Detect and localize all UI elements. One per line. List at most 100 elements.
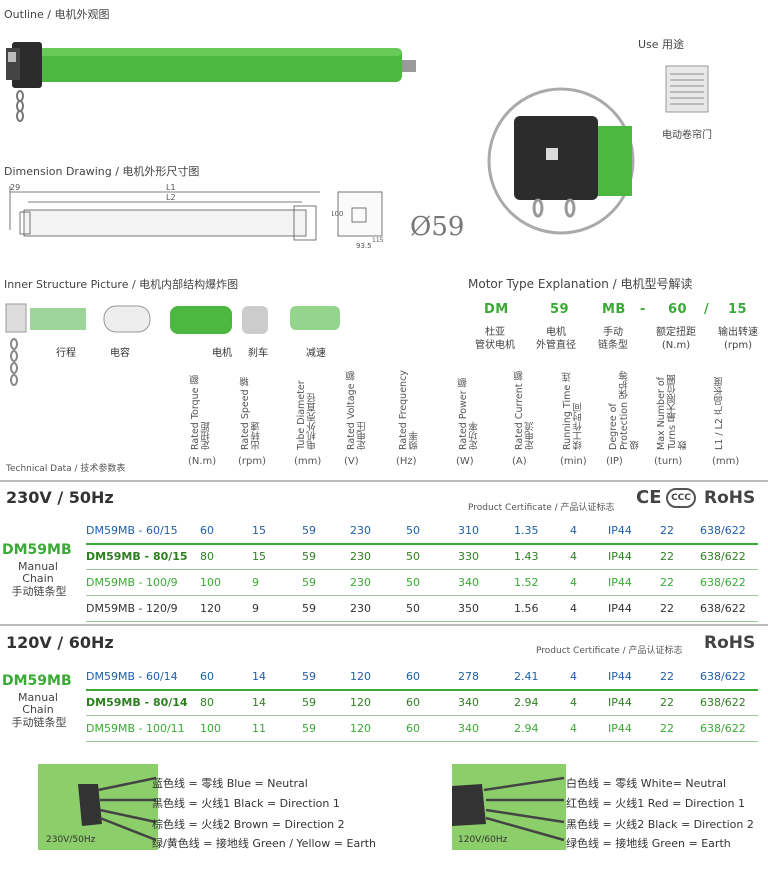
table-cell: 330 bbox=[458, 550, 479, 563]
table-cell: IP44 bbox=[608, 722, 632, 735]
exploded-view bbox=[5, 303, 340, 386]
part-label: 行程 bbox=[56, 348, 76, 359]
table-cell: 2.41 bbox=[514, 670, 539, 683]
product-certificate-label: Product Certificate / 产品认证标志 bbox=[468, 503, 615, 513]
dim-115: 115 bbox=[372, 237, 384, 244]
dim-l2: L2 bbox=[166, 193, 176, 202]
table-cell: 60 bbox=[406, 722, 420, 735]
separator bbox=[0, 624, 768, 626]
mt-desc: 输出转速 (rpm) bbox=[718, 327, 758, 351]
table-cell: 340 bbox=[458, 722, 479, 735]
table-cell: 60 bbox=[200, 524, 214, 537]
table-cell: IP44 bbox=[608, 550, 632, 563]
column-header: Running Time 连续工作时间 bbox=[562, 372, 584, 450]
table-cell: 4 bbox=[570, 670, 577, 683]
column-header: Rated Frequency 频率 bbox=[398, 370, 420, 450]
motor-head-zoom bbox=[487, 87, 635, 235]
model-cell: DM59MB - 100/11 bbox=[86, 722, 185, 735]
table-cell: 340 bbox=[458, 576, 479, 589]
dim-29: 29 bbox=[10, 183, 20, 192]
wire-line: 黑色线 = 火线1 Black = Direction 1 bbox=[152, 797, 340, 810]
table-cell: 22 bbox=[660, 670, 674, 683]
model-name: DM59MB bbox=[2, 542, 72, 558]
table-cell: 120 bbox=[350, 722, 371, 735]
column-header: Rated Power 额定功率 bbox=[458, 377, 480, 450]
table-cell: 638/622 bbox=[700, 550, 746, 563]
column-unit: (W) bbox=[456, 456, 474, 467]
part-label: 减速 bbox=[306, 348, 326, 359]
rohs-logo: RoHS bbox=[704, 633, 756, 653]
table-cell: 50 bbox=[406, 550, 420, 563]
table-cell: 15 bbox=[252, 524, 266, 537]
tech-data-label: Technical Data / 技术参数表 bbox=[6, 464, 126, 474]
table-cell: 9 bbox=[252, 576, 259, 589]
dim-93: 93.5 bbox=[356, 242, 372, 250]
model-cell: DM59MB - 80/15 bbox=[86, 550, 188, 563]
table-cell: 4 bbox=[570, 524, 577, 537]
wire-line: 红色线 = 火线1 Red = Direction 1 bbox=[566, 797, 746, 810]
table-cell: 50 bbox=[406, 602, 420, 615]
wire-line: 绿色线 = 接地线 Green = Earth bbox=[566, 837, 731, 850]
column-header: Rated Voltage 额定电压 bbox=[346, 371, 368, 450]
inner-title: Inner Structure Picture / 电机内部结构爆炸图 bbox=[4, 278, 239, 291]
model-name: DM59MB bbox=[2, 673, 72, 689]
motor-outline-image bbox=[6, 42, 416, 122]
outline-title: Outline / 电机外观图 bbox=[4, 8, 110, 21]
table-cell: 59 bbox=[302, 670, 316, 683]
table-cell: 340 bbox=[458, 696, 479, 709]
table-cell: 50 bbox=[406, 576, 420, 589]
mt-code: / bbox=[704, 302, 710, 317]
table-cell: 230 bbox=[350, 524, 371, 537]
table-cell: 59 bbox=[302, 696, 316, 709]
row-divider bbox=[86, 689, 758, 691]
separator bbox=[0, 480, 768, 482]
table-cell: 15 bbox=[252, 550, 266, 563]
column-unit: (rpm) bbox=[238, 456, 267, 467]
rohs-logo: RoHS bbox=[704, 488, 756, 508]
mt-code: 59 bbox=[550, 302, 570, 317]
table-cell: 59 bbox=[302, 602, 316, 615]
mt-code: DM bbox=[484, 302, 509, 317]
column-header: Degree of Protection 保护等级 bbox=[608, 370, 641, 450]
table-cell: 4 bbox=[570, 602, 577, 615]
table-cell: 59 bbox=[302, 722, 316, 735]
model-sub: 手动链条型 bbox=[11, 716, 67, 729]
column-unit: (mm) bbox=[712, 456, 740, 467]
table-cell: 80 bbox=[200, 696, 214, 709]
model-sub: Chain bbox=[22, 703, 54, 716]
product-certificate-label: Product Certificate / 产品认证标志 bbox=[536, 646, 683, 656]
table-cell: 638/622 bbox=[700, 576, 746, 589]
model-cell: DM59MB - 120/9 bbox=[86, 602, 178, 615]
table-cell: 350 bbox=[458, 602, 479, 615]
table-cell: 60 bbox=[406, 670, 420, 683]
use-caption: 电动卷帘门 bbox=[662, 130, 712, 141]
table-cell: 230 bbox=[350, 576, 371, 589]
band-120v-title: 120V / 60Hz bbox=[6, 633, 114, 652]
table-cell: 638/622 bbox=[700, 602, 746, 615]
column-header: Rated Current 额定电流 bbox=[514, 370, 536, 450]
dim-100: 100 bbox=[332, 210, 343, 218]
wiring-label-230v: 230V/50Hz bbox=[46, 835, 96, 845]
table-cell: IP44 bbox=[608, 576, 632, 589]
mt-desc: 杜亚 管状电机 bbox=[475, 327, 515, 351]
table-cell: 1.43 bbox=[514, 550, 539, 563]
table-cell: IP44 bbox=[608, 670, 632, 683]
table-cell: 230 bbox=[350, 550, 371, 563]
band-230v-title: 230V / 50Hz bbox=[6, 488, 114, 507]
table-cell: 22 bbox=[660, 696, 674, 709]
model-cell: DM59MB - 100/9 bbox=[86, 576, 178, 589]
table-cell: 59 bbox=[302, 524, 316, 537]
roller-door-icon bbox=[665, 65, 709, 113]
use-title: Use 用途 bbox=[638, 38, 685, 51]
column-unit: (V) bbox=[344, 456, 359, 467]
wire-line: 白色线 = 零线 White= Neutral bbox=[566, 777, 727, 790]
table-cell: 22 bbox=[660, 602, 674, 615]
model-sub: Chain bbox=[22, 572, 54, 585]
column-unit: (Hz) bbox=[396, 456, 417, 467]
table-cell: IP44 bbox=[608, 602, 632, 615]
table-cell: 59 bbox=[302, 550, 316, 563]
table-cell: 638/622 bbox=[700, 696, 746, 709]
row-divider bbox=[86, 621, 758, 622]
